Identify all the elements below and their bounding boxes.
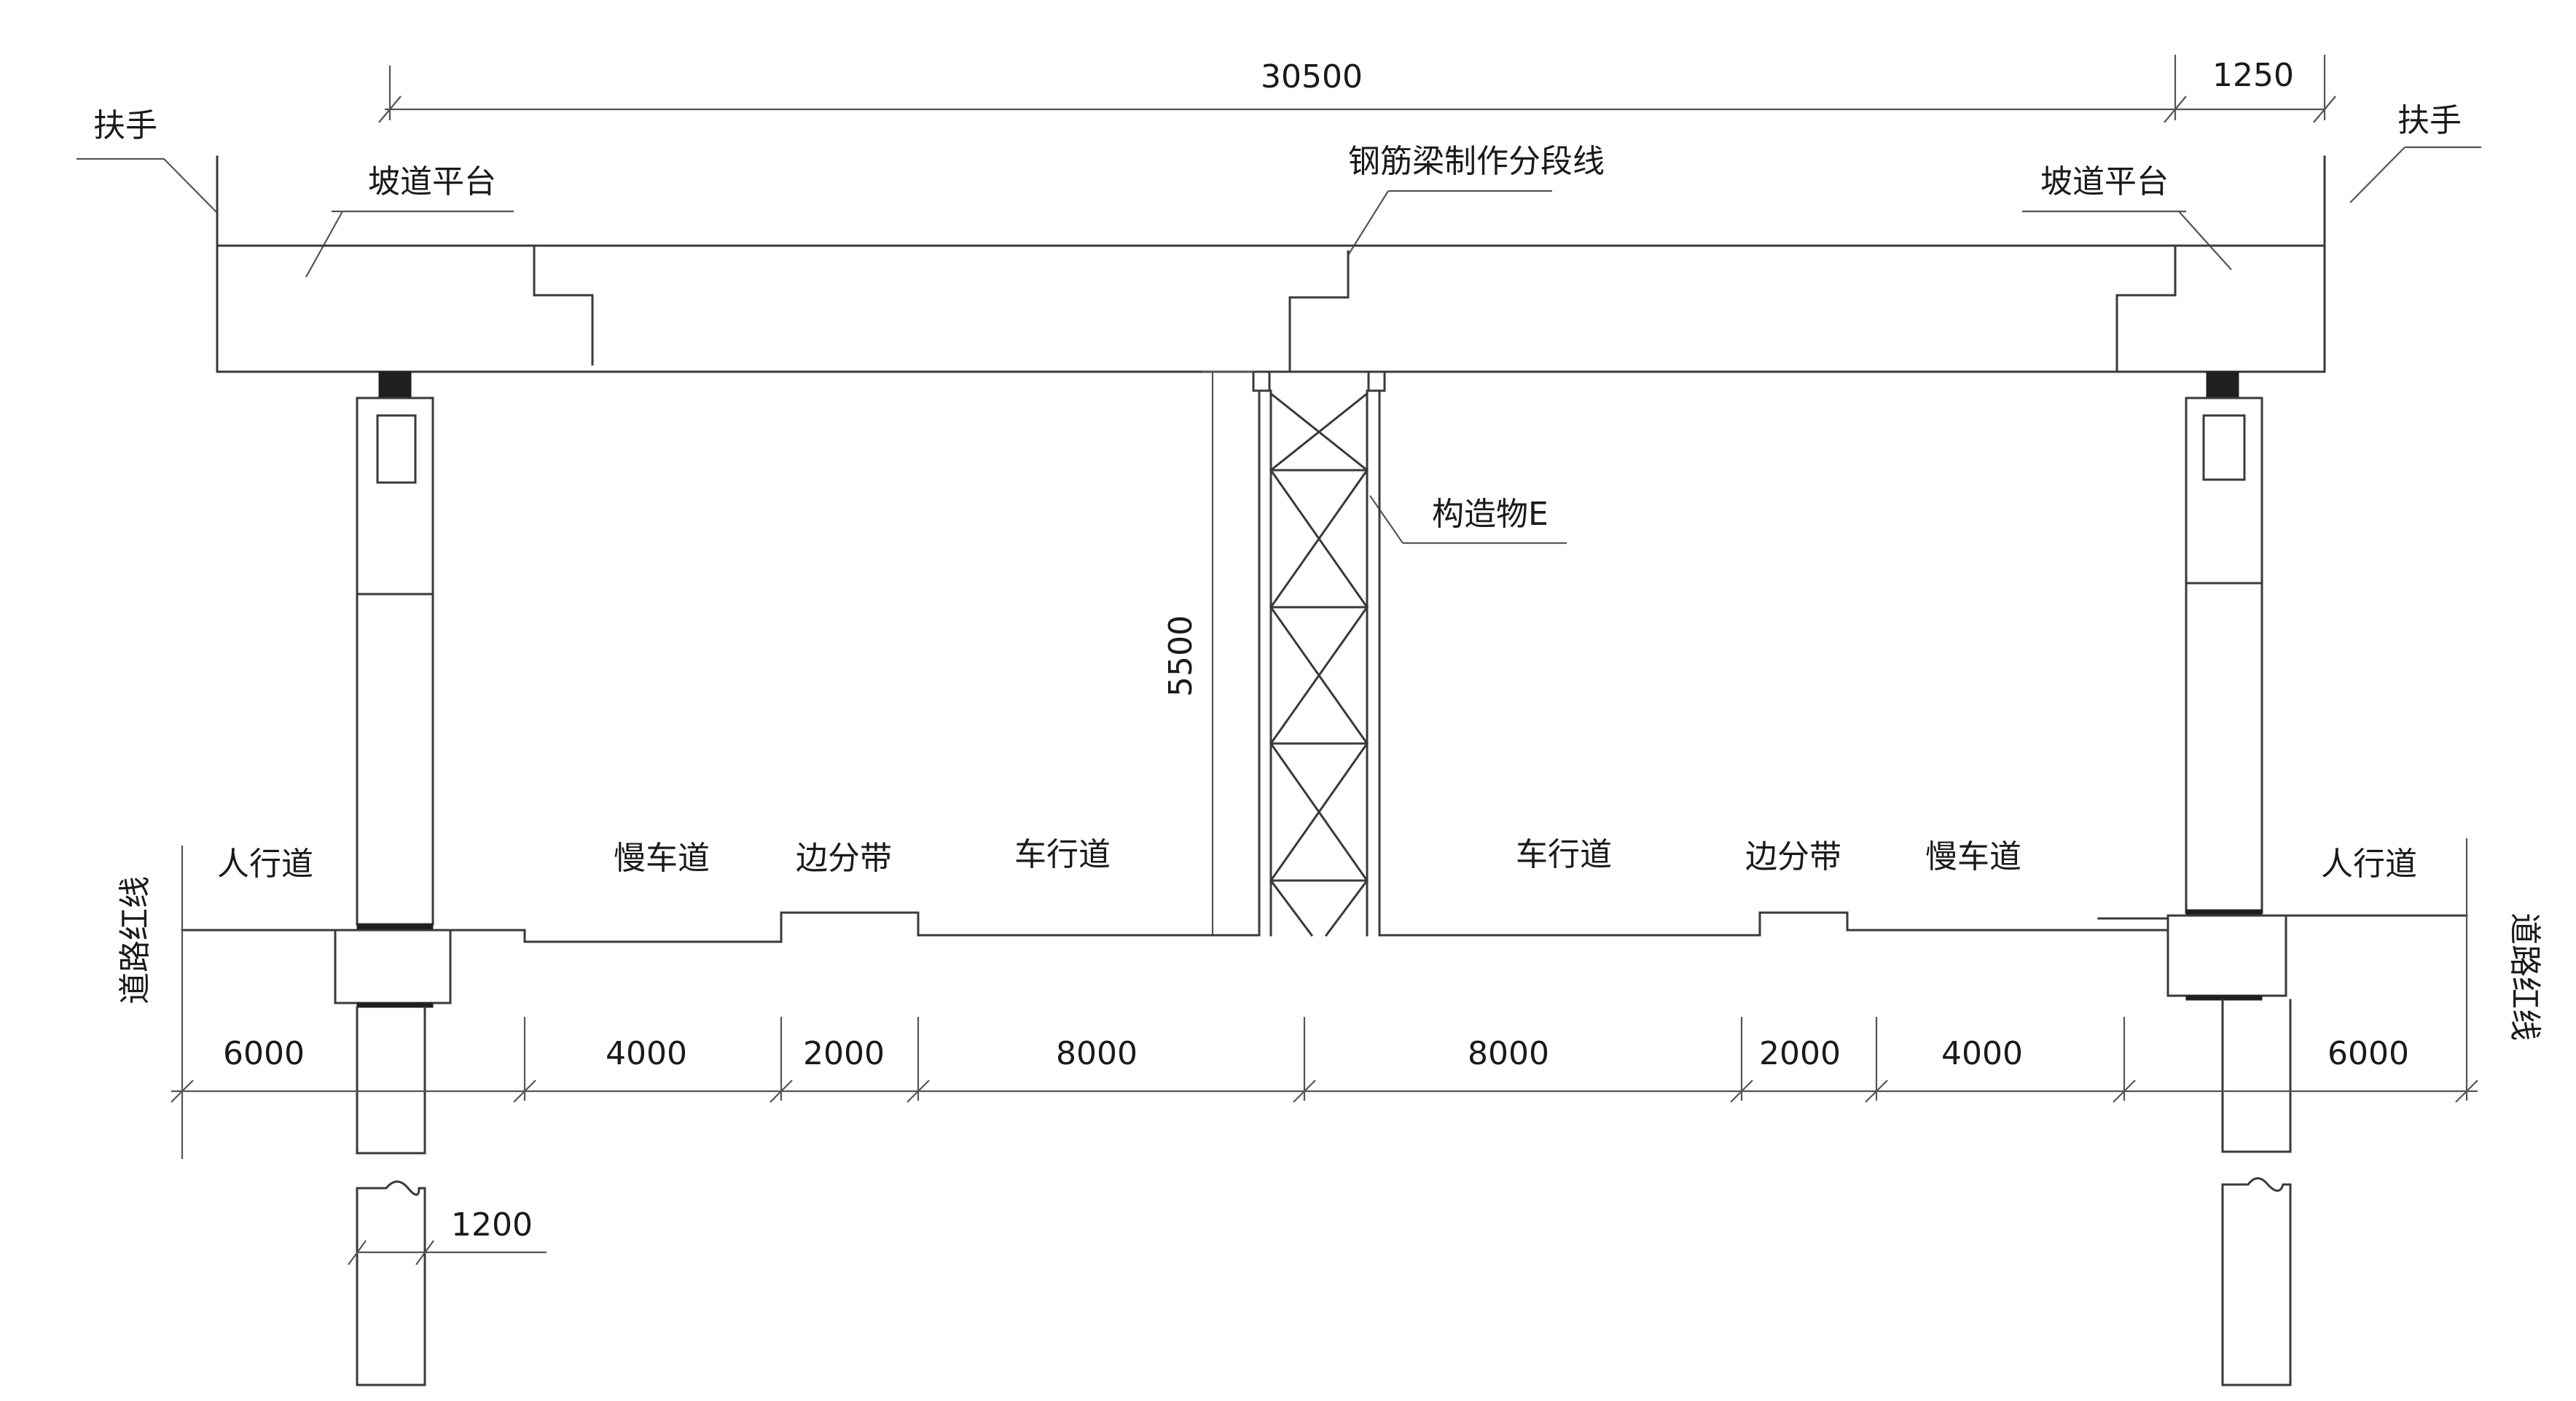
dim-road-3: 8000 xyxy=(1056,1035,1138,1072)
pier-left xyxy=(334,397,452,1386)
dim-road-2: 2000 xyxy=(803,1035,885,1072)
label-carriageway-right: 车行道 xyxy=(1516,836,1612,873)
label-ramp-platform-right: 坡道平台 xyxy=(2040,163,2169,200)
label-segment-line: 钢筋梁制作分段线 xyxy=(1348,143,1605,180)
label-red-line-right: 道路红线 xyxy=(2506,913,2543,1041)
road-surface xyxy=(181,911,2468,943)
dim-road-6: 4000 xyxy=(1941,1035,2023,1072)
label-red-line-left: 道路红线 xyxy=(117,876,154,1004)
deck-beam xyxy=(216,155,2326,373)
label-slow-lane-left: 慢车道 xyxy=(614,840,710,877)
label-sidewalk-left: 人行道 xyxy=(217,846,313,883)
label-slow-lane-right: 慢车道 xyxy=(1925,838,2021,875)
label-sidewalk-right: 人行道 xyxy=(2321,846,2417,883)
bearing-right xyxy=(2206,371,2239,399)
pile-diameter-dimension xyxy=(348,1240,547,1265)
clearance-dimension xyxy=(1202,370,1253,935)
dim-pile-1200: 1200 xyxy=(451,1206,533,1244)
red-line-markers xyxy=(181,838,2468,1159)
label-leaders xyxy=(77,146,2481,545)
structure-e-lattice xyxy=(1252,370,1386,937)
bearing-left xyxy=(378,371,412,399)
bottom-dimension-line xyxy=(171,1017,2478,1103)
dim-road-0: 6000 xyxy=(223,1035,305,1072)
dim-cantilever-1250: 1250 xyxy=(2212,57,2294,94)
label-side-divider-left: 边分带 xyxy=(796,840,892,877)
dim-span-30500: 30500 xyxy=(1261,58,1363,95)
label-carriageway-left: 车行道 xyxy=(1014,836,1111,873)
dim-road-4: 8000 xyxy=(1468,1035,1549,1072)
pier-right xyxy=(2166,397,2292,1386)
label-side-divider-right: 边分带 xyxy=(1745,838,1841,875)
dim-road-5: 2000 xyxy=(1759,1035,1841,1072)
label-handrail-left: 扶手 xyxy=(93,107,157,144)
label-handrail-right: 扶手 xyxy=(2397,102,2462,139)
dim-road-1: 4000 xyxy=(606,1035,687,1072)
label-ramp-platform-left: 坡道平台 xyxy=(368,163,496,200)
dim-road-7: 6000 xyxy=(2328,1035,2409,1072)
top-dimension-lines xyxy=(378,55,2336,123)
dim-clearance-5500: 5500 xyxy=(1162,615,1199,697)
label-structure-e: 构造物E xyxy=(1432,496,1549,533)
